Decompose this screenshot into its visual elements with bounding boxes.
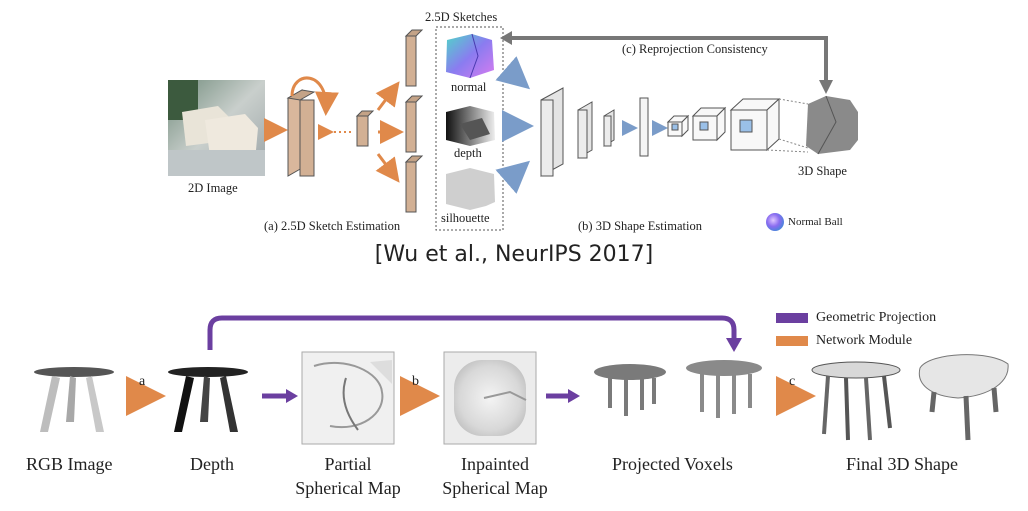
partial-map-label-1: Partial <box>324 454 372 474</box>
inpainted-map-label-1: Inpainted <box>461 454 529 474</box>
projected-voxels-label: Projected Voxels <box>612 454 733 474</box>
step-c-label: c <box>789 374 796 389</box>
normal-label: normal <box>451 80 487 94</box>
inpainted-map-label-2: Spherical Map <box>442 478 548 498</box>
depth-table-image <box>168 367 248 432</box>
arrow-to-silhouette-decoder <box>375 153 400 183</box>
input-photo <box>168 80 265 176</box>
reprojection-arrow <box>506 36 828 86</box>
decoder-silhouette <box>404 155 424 213</box>
reprojection-arrowhead-left <box>500 31 512 45</box>
latent-block <box>355 110 375 147</box>
blue-arrow-normal <box>495 56 531 90</box>
shape-encoder <box>540 87 615 177</box>
final-shape-label: Final 3D Shape <box>846 454 958 474</box>
legend-label-network: Network Module <box>816 333 913 348</box>
reprojection-arrowhead-down <box>819 80 833 94</box>
normal-ball-label: Normal Ball <box>788 216 843 228</box>
step-a-label: a <box>139 374 146 389</box>
reprojection-label: (c) Reprojection Consistency <box>622 42 768 56</box>
partial-spherical-map-image <box>301 351 395 445</box>
output-shape <box>806 95 858 155</box>
arrow-to-normal-decoder <box>375 81 400 111</box>
legend-swatch-network <box>776 336 808 346</box>
bracket-arrowhead <box>726 338 742 352</box>
legend-swatch-projection <box>776 313 808 323</box>
projected-voxels-image-2 <box>686 360 762 418</box>
arrowhead-inpainted-to-voxels <box>568 389 580 403</box>
decoder-normal <box>404 29 424 87</box>
rgb-table-image <box>34 367 114 432</box>
citation: [Wu et al., NeurIPS 2017] <box>374 242 654 267</box>
voxel-decoder <box>666 97 781 152</box>
inpainted-spherical-map-image <box>443 351 537 445</box>
silhouette-image <box>446 168 495 210</box>
silhouette-label: silhouette <box>441 211 490 225</box>
latent-vector <box>639 97 649 157</box>
arrowhead-depth-to-partial <box>286 389 298 403</box>
partial-map-label-2: Spherical Map <box>295 478 401 498</box>
shape-stage-label: (b) 3D Shape Estimation <box>578 219 702 233</box>
final-shape-image-1 <box>811 361 901 441</box>
legend-label-projection: Geometric Projection <box>816 310 937 325</box>
rgb-image-label: RGB Image <box>26 454 113 474</box>
shape-label: 3D Shape <box>798 164 847 178</box>
projected-voxels-image-1 <box>594 364 666 416</box>
depth-label: depth <box>454 146 482 160</box>
blue-arrow-silhouette <box>495 160 531 194</box>
sketch-stage-label: (a) 2.5D Sketch Estimation <box>264 219 401 233</box>
projection-lines <box>766 98 809 153</box>
sketches-title: 2.5D Sketches <box>425 10 498 24</box>
skip-arrow <box>290 76 339 116</box>
normal-map-image <box>446 33 494 79</box>
decoder-depth <box>404 95 424 153</box>
depth-image-label: Depth <box>190 454 234 474</box>
final-shape-image-2 <box>918 354 1009 441</box>
step-b-label: b <box>412 374 419 389</box>
depth-map-image <box>446 106 495 146</box>
encoder-block <box>286 89 316 177</box>
geometric-projection-bracket <box>207 315 737 350</box>
normal-ball-icon <box>766 213 784 231</box>
input-image-label: 2D Image <box>188 181 238 195</box>
